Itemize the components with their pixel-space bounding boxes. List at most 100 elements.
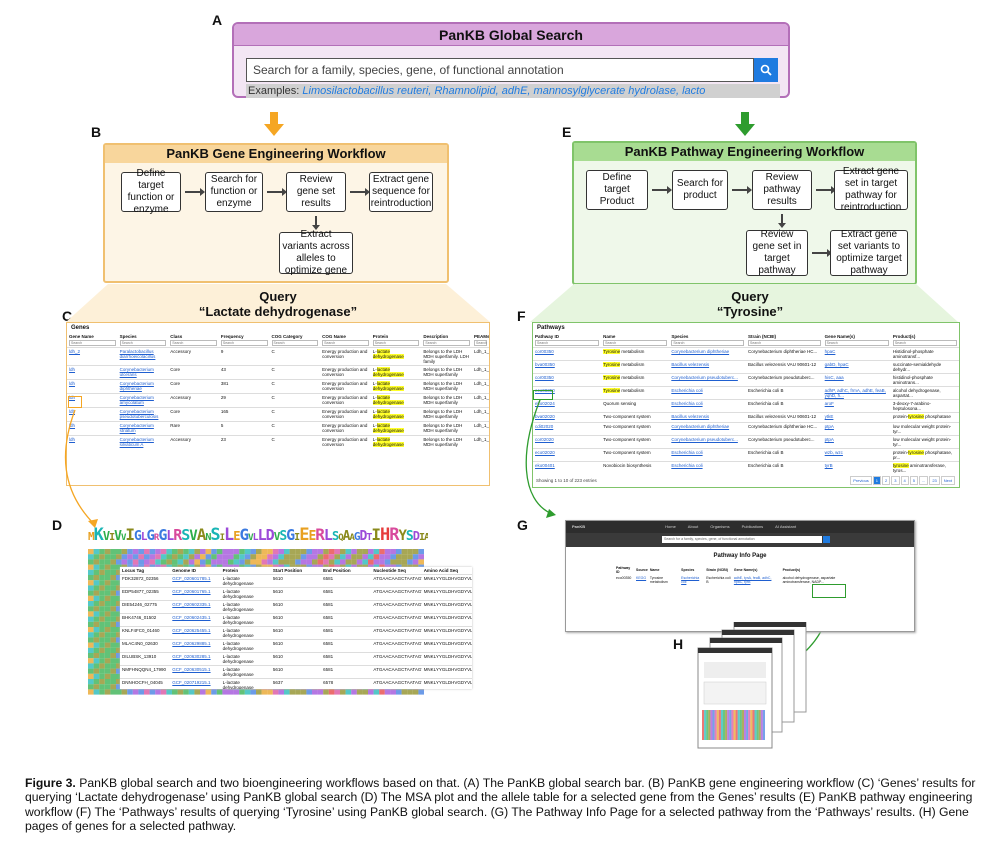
cell[interactable]: wzb, wzc — [822, 448, 891, 462]
nav-item[interactable]: Publications — [741, 524, 764, 529]
cell[interactable]: Corynebacterium diphtheriae — [669, 347, 746, 361]
pager-button[interactable]: 23 — [929, 476, 940, 485]
cell[interactable]: Corynebacterium pseudotuberculosis — [117, 407, 169, 422]
column-search-input[interactable]: Search — [824, 340, 889, 346]
column-search-input[interactable]: Search — [892, 340, 957, 346]
cell[interactable]: ldh — [67, 379, 118, 394]
cell[interactable]: Corynebacterium ulcerans — [117, 365, 169, 380]
cell[interactable]: bva02020 — [533, 412, 602, 423]
cell[interactable]: Bacillus velezensis — [669, 412, 746, 423]
cell[interactable]: Escherichia coli — [669, 448, 746, 462]
column-search-input[interactable]: Search — [372, 340, 420, 346]
column-search-input[interactable]: Search — [119, 340, 167, 346]
cell[interactable]: GCF_020602435.1 — [170, 613, 221, 627]
pager-button[interactable]: 3 — [891, 476, 900, 485]
global-search-input[interactable]: Search for a family, species, gene, of f… — [246, 58, 754, 82]
cell[interactable]: eko00401 — [533, 461, 602, 474]
column-search-input[interactable]: Search — [474, 340, 488, 346]
cell[interactable]: GCF_020630515.1 — [170, 665, 221, 679]
cell[interactable]: cdi02020 — [533, 422, 602, 436]
cell[interactable]: ldh — [67, 435, 118, 450]
pager-button[interactable]: ... — [918, 476, 929, 485]
cell[interactable]: cor00350 — [533, 347, 602, 361]
cell[interactable]: Corynebacterium silvaticum A — [117, 435, 169, 450]
pager-button[interactable]: Previous — [850, 476, 872, 485]
cell[interactable]: hisC, aaa — [822, 373, 891, 387]
cell[interactable]: adhP, adhC, frmA, adhE, feaB, yqhD, h... — [822, 386, 891, 400]
cell[interactable]: cor02020 — [533, 435, 602, 449]
examples-links[interactable]: Limosilactobacillus reuteri, Rhamnolipid… — [302, 85, 706, 97]
pager-button[interactable]: 5 — [909, 476, 918, 485]
pager-button[interactable]: 4 — [900, 476, 909, 485]
cell[interactable]: cor00350 — [533, 373, 602, 387]
cell[interactable]: tyrB — [822, 461, 891, 474]
cell[interactable]: Escherichia coli — [669, 386, 746, 400]
cell[interactable]: Corynebacterium diphtheriae — [669, 422, 746, 436]
nav-item[interactable]: Organisms — [710, 524, 730, 529]
cell[interactable]: Bacillus velezensis — [669, 360, 746, 374]
column-search-input[interactable]: Search — [170, 340, 217, 346]
nav-item[interactable]: About — [687, 524, 699, 529]
cell[interactable]: Escherichia coli — [669, 461, 746, 474]
cell[interactable]: ldh — [67, 365, 118, 380]
column-search-input[interactable]: Search — [423, 340, 470, 346]
cell[interactable]: bva00350 — [533, 360, 602, 374]
cell[interactable]: GCF_020625455.1 — [170, 626, 221, 640]
column-search-input[interactable]: Search — [271, 340, 319, 346]
cell[interactable]: GCF_020719215.1 — [170, 678, 221, 689]
cell[interactable]: Corynebacterium amycolatum — [117, 393, 169, 408]
pathway-info-cell[interactable]: Escherichia coli — [681, 576, 700, 584]
column-search-input[interactable]: Search — [322, 340, 369, 346]
cell[interactable]: eco02020 — [533, 448, 602, 462]
pathway-info-search-input[interactable]: Search for a family, species, gene, of f… — [662, 536, 822, 543]
column-search-input[interactable]: Search — [747, 340, 821, 346]
cell[interactable]: aroF — [822, 399, 891, 413]
column-search-input[interactable]: Search — [671, 340, 744, 346]
cell[interactable]: GCF_020630285.1 — [170, 652, 221, 666]
search-icon[interactable] — [823, 536, 830, 543]
nav-item[interactable]: PanKB — [572, 524, 586, 529]
cell[interactable]: Escherichia coli — [669, 399, 746, 413]
cell[interactable]: ldh — [67, 421, 118, 436]
cell[interactable]: Corynebacterium diphtheriae — [117, 379, 169, 394]
cell[interactable]: GCF_020602335.1 — [170, 600, 221, 614]
cell[interactable]: Corynebacterium striatum — [117, 421, 169, 436]
nav-item[interactable]: Home — [665, 524, 676, 529]
cell[interactable]: eko02024 — [533, 399, 602, 413]
nav-item[interactable]: AI Assistant — [775, 524, 797, 529]
column-search-input[interactable]: Search — [603, 340, 668, 346]
cell[interactable]: Paralactobacillus diarrhoeicolacillus — [117, 347, 169, 366]
column-search-input[interactable]: Search — [535, 340, 600, 346]
pathway-info-cell[interactable]: KEGG — [636, 576, 647, 580]
cell[interactable]: ldh_2 — [67, 347, 118, 366]
pager-button[interactable]: 2 — [882, 476, 891, 485]
pathway-info-cell[interactable]: adhE, tynA, feaB, adhC, hpaC, tyrB — [733, 576, 772, 584]
cell[interactable]: GCF_020601785.1 — [170, 574, 221, 588]
cell[interactable]: gabD, hpaC — [822, 360, 891, 374]
cell[interactable]: ytkE — [822, 412, 891, 423]
cell[interactable]: ptpA — [822, 435, 891, 449]
column-search-input[interactable]: Search — [220, 340, 268, 346]
cell[interactable]: Corynebacterium pseudotuberc... — [669, 373, 746, 387]
cell[interactable]: hpaC — [822, 347, 891, 361]
cell[interactable]: ldh — [67, 407, 118, 422]
